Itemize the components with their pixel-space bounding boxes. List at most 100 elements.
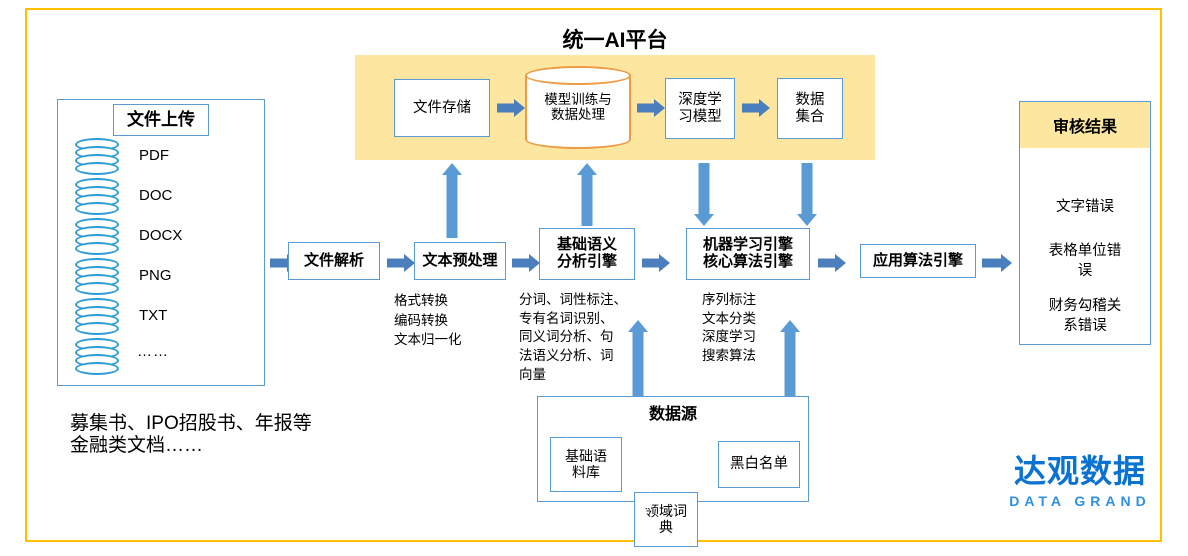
list-item-label: PNG (139, 267, 172, 284)
results-item-text-error: 文字错误 (1020, 195, 1150, 216)
datasource-item-blacklist[interactable]: 黑白名单 (718, 441, 800, 488)
upload-caption: 募集书、IPO招股书、年报等 金融类文档…… (70, 413, 400, 458)
text-preprocess-note-3: 文本归一化 (394, 332, 462, 348)
results-item-table-unit-error-line1: 表格单位错 (1048, 243, 1122, 259)
datasource-item-corpus-line2: 料库 (572, 463, 600, 480)
list-item[interactable]: TXT (75, 297, 255, 337)
arrow-deep-to-dataset (742, 98, 770, 118)
list-item-label: …… (137, 343, 169, 360)
results-item-table-unit-error: 表格单位错 误 (1020, 242, 1150, 281)
box-ml-engine[interactable]: 机器学习引擎 核心算法引擎 (686, 228, 810, 280)
platform-title: 统一AI平台 (355, 24, 875, 54)
semantic-engine-note-5: 向量 (519, 366, 546, 382)
arrow-model-to-deep (637, 98, 665, 118)
datasource-item-blacklist-label: 黑白名单 (730, 456, 788, 473)
list-item[interactable]: PNG (75, 257, 255, 297)
list-item[interactable]: PDF (75, 137, 255, 177)
database-cylinder-icon (75, 218, 119, 256)
database-cylinder-icon (75, 258, 119, 296)
cylinder-body (525, 75, 631, 140)
text-preprocess-notes: 格式转换 编码转换 文本归一化 (394, 291, 514, 350)
semantic-engine-note-2: 专有名词识别、 (519, 310, 614, 326)
canvas-border-frame (25, 8, 1162, 542)
database-cylinder-icon (75, 178, 119, 216)
arrow-app-engine-to-results (982, 253, 1014, 273)
box-deep-learning-model-line2: 习模型 (678, 108, 722, 125)
folded-corner-icon (550, 437, 567, 453)
results-item-financial-error-line1: 财务勾稽关 (1048, 298, 1122, 314)
box-model-training-line1: 模型训练与 (544, 91, 612, 107)
logo: 达观数据 DATA GRAND (1000, 454, 1160, 525)
arrow-preprocess-to-semantic (512, 253, 542, 273)
box-semantic-engine[interactable]: 基础语义 分析引擎 (539, 228, 635, 280)
datasource-title: 数据源 (537, 400, 809, 424)
datasource-item-corpus[interactable]: 基础语 料库 (550, 437, 622, 492)
list-item-label: DOCX (139, 227, 183, 244)
upload-caption-line2: 金融类文档…… (70, 435, 204, 457)
box-semantic-engine-line1: 基础语义 (556, 236, 617, 254)
arrow-up-datasource-to-ml (778, 320, 802, 398)
ml-engine-note-1: 序列标注 (702, 292, 756, 307)
box-file-storage[interactable]: 文件存储 (394, 79, 490, 137)
arrow-semantic-to-ml (642, 253, 672, 273)
box-dataset[interactable]: 数据 集合 (777, 78, 843, 139)
upload-caption-line1: 募集书、IPO招股书、年报等 (70, 413, 312, 434)
ml-engine-note-4: 搜索算法 (702, 347, 756, 363)
database-cylinder-icon (75, 138, 119, 176)
cylinder-top (525, 66, 631, 85)
arrow-up-preprocess-to-file-storage (440, 163, 464, 238)
datasource-item-corpus-line1: 基础语 (565, 447, 607, 464)
box-semantic-engine-line2: 分析引擎 (556, 253, 617, 270)
semantic-engine-note-3: 同义词分析、句 (519, 329, 614, 345)
list-item-label: DOC (139, 187, 173, 204)
results-title: 审核结果 (1020, 102, 1150, 148)
box-model-training[interactable]: 模型训练与 数据处理 (525, 66, 631, 149)
datasource-item-domain-dict[interactable]: 领域词 典 (634, 492, 698, 547)
arrow-down-dataset-to-ml-engine (795, 163, 819, 226)
box-app-engine[interactable]: 应用算法引擎 (860, 244, 976, 278)
arrow-up-datasource-to-semantic (626, 320, 650, 398)
folded-corner-icon (634, 492, 651, 508)
list-item[interactable]: DOC (75, 177, 255, 217)
file-upload-title: 文件上传 (113, 104, 209, 136)
text-preprocess-note-1: 格式转换 (394, 293, 448, 308)
results-item-table-unit-error-line2: 误 (1077, 262, 1093, 279)
arrow-parse-to-preprocess (387, 253, 417, 273)
results-item-financial-error: 财务勾稽关 系错误 (1020, 297, 1150, 336)
list-item[interactable]: DOCX (75, 217, 255, 257)
semantic-engine-notes: 分词、词性标注、 专有名词识别、 同义词分析、句 法语义分析、词 向量 (519, 291, 629, 384)
box-deep-learning-model-line1: 深度学 (678, 92, 722, 109)
box-model-training-line2: 数据处理 (551, 107, 605, 123)
list-item-label: PDF (139, 147, 169, 164)
database-cylinder-icon (75, 338, 119, 376)
box-dataset-line1: 数据 (795, 92, 825, 109)
ml-engine-note-3: 深度学习 (702, 329, 756, 345)
arrow-ml-to-app-engine (818, 253, 848, 273)
database-cylinder-icon (75, 298, 119, 336)
box-file-parse-label: 文件解析 (303, 251, 364, 269)
list-item-label: TXT (139, 307, 168, 324)
datasource-title-text: 数据源 (648, 406, 697, 423)
box-text-preprocess[interactable]: 文本预处理 (414, 242, 506, 280)
arrow-down-deep-model-to-ml-engine (692, 163, 716, 226)
box-model-training-label: 模型训练与 数据处理 (525, 92, 631, 124)
list-item[interactable]: …… (75, 337, 255, 377)
file-upload-title-text: 文件上传 (127, 110, 195, 130)
file-format-list: PDF DOC DOCX PNG (75, 137, 255, 377)
platform-title-text: 统一AI平台 (562, 29, 668, 52)
box-file-parse[interactable]: 文件解析 (288, 242, 380, 280)
results-item-financial-error-line2: 系错误 (1063, 317, 1107, 334)
box-ml-engine-line2: 核心算法引擎 (702, 253, 793, 270)
arrow-up-semantic-to-model-training (575, 163, 599, 226)
box-dataset-line2: 集合 (795, 108, 825, 125)
semantic-engine-note-1: 分词、词性标注、 (519, 292, 627, 307)
datasource-item-domain-dict-line2: 典 (659, 518, 673, 535)
box-file-storage-label: 文件存储 (413, 99, 471, 116)
box-deep-learning-model[interactable]: 深度学 习模型 (665, 78, 735, 139)
results-title-text: 审核结果 (1052, 119, 1117, 136)
results-item-text-error-label: 文字错误 (1056, 199, 1114, 215)
box-ml-engine-line1: 机器学习引擎 (702, 236, 793, 254)
datasource-item-domain-dict-line1: 领域词 (645, 502, 687, 519)
arrow-file-storage-to-model (497, 98, 525, 118)
